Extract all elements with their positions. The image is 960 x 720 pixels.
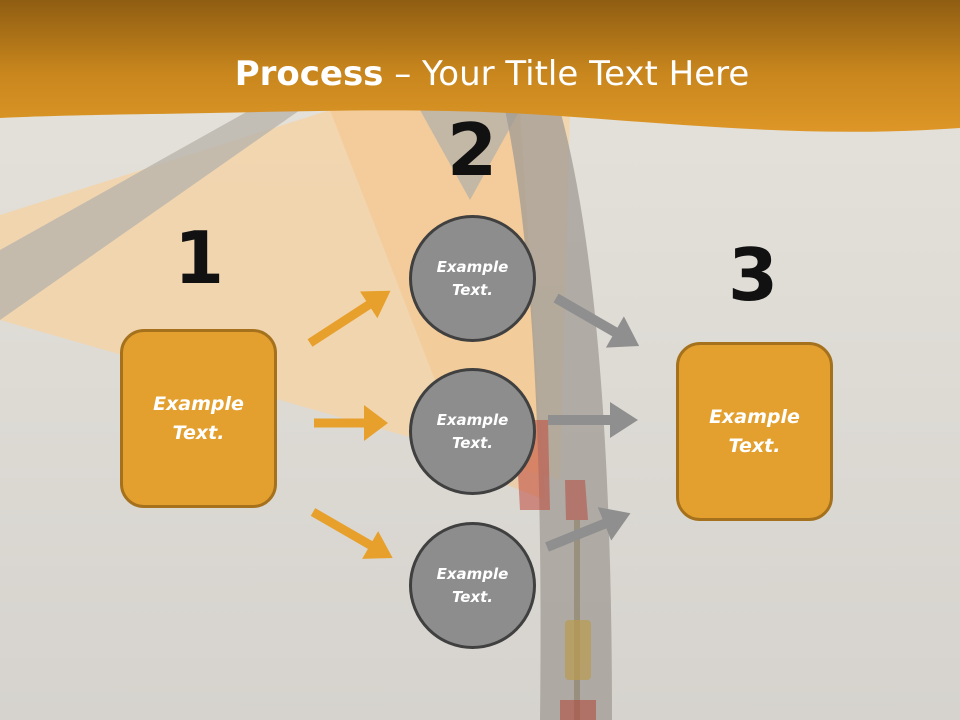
step-number-2: 2: [446, 108, 498, 192]
arrow-left-to-top: [307, 290, 391, 347]
left-box: Example Text.: [120, 329, 277, 508]
arrow-left-to-bottom: [310, 508, 393, 559]
circle-bottom: Example Text.: [409, 522, 536, 649]
title-bold: Process: [234, 54, 384, 94]
step-number-3: 3: [727, 233, 779, 317]
arrow-top-to-right: [553, 293, 640, 348]
title-rest: – Your Title Text Here: [383, 54, 750, 94]
right-box: Example Text.: [676, 342, 833, 521]
step-number-1: 1: [173, 216, 225, 300]
circle-middle: Example Text.: [409, 368, 536, 495]
circle-top: Example Text.: [409, 215, 536, 342]
arrow-left-to-middle: [314, 405, 388, 441]
slide-title: Process – Your Title Text Here: [0, 52, 960, 96]
arrow-bottom-to-right: [545, 507, 631, 552]
arrow-middle-to-right: [548, 402, 638, 438]
